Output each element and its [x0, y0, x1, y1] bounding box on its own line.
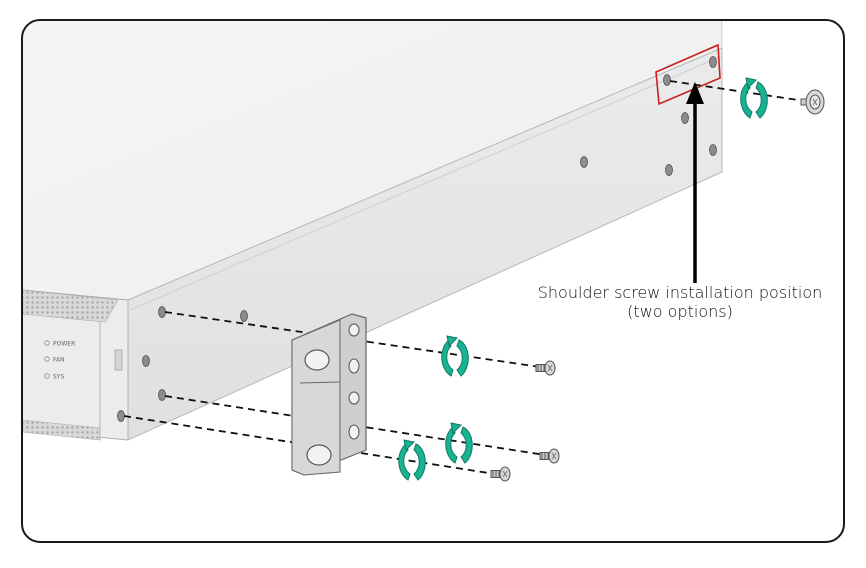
front-panel — [22, 289, 129, 441]
callout-line-1: Shoulder screw installation position — [537, 283, 823, 302]
screw-icon — [490, 466, 511, 482]
screw-icon — [535, 360, 556, 376]
front-port — [114, 349, 123, 371]
shoulder-screw-highlight — [655, 43, 721, 106]
led-label-sys: SYS — [53, 374, 64, 381]
screw-icon — [539, 448, 560, 464]
rotation-arrow-icon — [445, 422, 473, 464]
callout-line-2: (two options) — [627, 302, 733, 321]
led-label-power: POWER — [53, 341, 75, 348]
led-label-fan: FAN — [53, 357, 65, 364]
led-sys — [44, 373, 50, 379]
mounting-bracket — [291, 313, 367, 476]
led-fan — [44, 356, 50, 362]
rotation-arrow-icon — [441, 335, 469, 377]
mounting-holes — [117, 56, 717, 422]
screws — [490, 89, 825, 482]
pointer-arrow-icon — [686, 82, 704, 283]
diagram-frame — [21, 19, 845, 543]
shoulder-screw-callout: Shoulder screw installation position (tw… — [470, 283, 866, 321]
rotation-arrow-icon — [740, 77, 768, 119]
rotation-arrow-icon — [398, 439, 426, 481]
led-power — [44, 340, 50, 346]
screw-icon — [800, 89, 825, 115]
rotation-arrows — [398, 77, 768, 481]
front-vent-top — [22, 289, 119, 323]
